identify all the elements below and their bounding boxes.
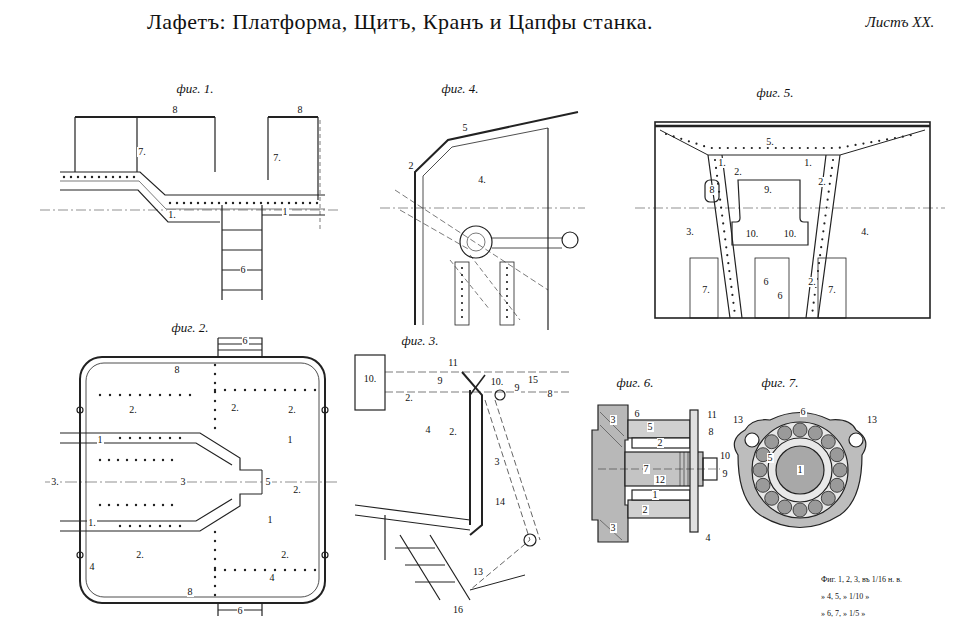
figure-label: фиг. 3. [401, 334, 440, 347]
callout-number: 1. [87, 518, 97, 528]
callout-number: 2 [408, 161, 415, 171]
callout-number: 9. [763, 185, 773, 195]
callout-number: 4 [705, 533, 712, 543]
plate-title: Лафетъ: Платформа, Щитъ, Кранъ и Цапфы с… [147, 11, 653, 33]
callout-number: 1. [167, 210, 177, 220]
callout-number: 2. [128, 405, 138, 415]
callout-number: 2. [287, 405, 297, 415]
callout-number: 13 [732, 415, 744, 425]
callout-number: 9 [722, 469, 729, 479]
sheet-number: Листъ XX. [865, 15, 936, 30]
callout-number: 3. [50, 477, 60, 487]
callout-number: 9 [437, 376, 444, 386]
fig5-shield-front [635, 122, 945, 318]
callout-number: 2. [292, 485, 302, 495]
callout-number: 3 [494, 457, 501, 467]
callout-number: 4 [269, 573, 276, 583]
callout-number: 4. [860, 227, 870, 237]
callout-number: 2 [657, 438, 664, 448]
callout-number: 8 [547, 389, 554, 399]
figure-label: фиг. 4. [441, 82, 480, 95]
callout-number: 8 [709, 185, 716, 195]
callout-number: 3 [610, 523, 617, 533]
callout-number: 3 [610, 415, 617, 425]
callout-number: 2. [280, 550, 290, 560]
callout-number: 2. [448, 427, 458, 437]
callout-number: 16 [452, 605, 464, 615]
fig6-trunnion-section [592, 405, 720, 542]
callout-number: 5 [647, 422, 654, 432]
callout-number: 6 [242, 336, 249, 346]
callout-number: 4 [89, 562, 96, 572]
callout-number: 2 [642, 505, 649, 515]
callout-number: 14 [494, 497, 506, 507]
callout-number: 5. [765, 137, 775, 147]
callout-number: 6 [777, 291, 784, 301]
callout-number: 4. [477, 175, 487, 185]
fig7-trunnion-end [734, 413, 866, 528]
fig3-crane [355, 355, 570, 600]
callout-number: 6 [634, 409, 641, 419]
callout-number: 6 [763, 277, 770, 287]
figure-label: фиг. 6. [616, 376, 655, 389]
figure-label: фиг. 2. [171, 321, 210, 334]
callout-number: 6 [800, 407, 807, 417]
callout-number: 8 [174, 365, 181, 375]
callout-number: 13 [472, 567, 484, 577]
fig1-platform-side [40, 117, 340, 300]
callout-number: 8 [187, 587, 194, 597]
callout-number: 7. [272, 153, 282, 163]
callout-number: 3 [180, 477, 187, 487]
scale-note: Фиг. 1, 2, 3, въ 1/16 н. в. [820, 576, 903, 584]
callout-number: 10 [719, 451, 731, 461]
fig4-shield-side [380, 112, 585, 330]
callout-number: 7 [643, 464, 650, 474]
callout-number: 1 [282, 207, 289, 217]
figure-label: фиг. 1. [176, 82, 215, 95]
callout-number: 1 [267, 515, 274, 525]
callout-number: 2. [230, 403, 240, 413]
callout-number: 10. [363, 374, 378, 384]
fig2-platform-plan [45, 338, 340, 616]
callout-number: 15 [527, 375, 539, 385]
callout-number: 1. [803, 158, 813, 168]
callout-number: 7. [701, 285, 711, 295]
callout-number: 5 [462, 123, 469, 133]
callout-number: 1. [717, 158, 727, 168]
callout-number: 1 [797, 465, 804, 475]
callout-number: 7. [827, 285, 837, 295]
callout-number: 5 [767, 453, 774, 463]
callout-number: 6 [240, 265, 247, 275]
callout-number: 12 [654, 475, 666, 485]
callout-number: 2. [807, 277, 817, 287]
callout-number: 7. [137, 147, 147, 157]
callout-number: 8 [172, 105, 179, 115]
callout-number: 6 [237, 606, 244, 616]
callout-number: 8 [708, 427, 715, 437]
callout-number: 9 [514, 383, 521, 393]
callout-number: 3. [685, 227, 695, 237]
callout-number: 2. [817, 177, 827, 187]
callout-number: 10. [745, 229, 760, 239]
callout-number: 11 [447, 358, 459, 368]
callout-number: 10. [783, 229, 798, 239]
callout-number: 1 [652, 490, 659, 500]
callout-number: 2. [733, 167, 743, 177]
figure-label: фиг. 5. [756, 86, 795, 99]
callout-number: 11 [706, 410, 718, 420]
scale-note: » 4, 5, » 1/10 » [820, 593, 870, 601]
scale-note: » 6, 7, » 1/5 » [820, 610, 866, 618]
callout-number: 1 [97, 435, 104, 445]
callout-number: 13 [866, 415, 878, 425]
callout-number: 5 [265, 477, 272, 487]
callout-number: 1 [287, 435, 294, 445]
figure-label: фиг. 7. [761, 376, 800, 389]
callout-number: 10. [490, 377, 505, 387]
callout-number: 4 [425, 425, 432, 435]
callout-number: 8 [297, 105, 304, 115]
callout-number: 2. [404, 393, 414, 403]
callout-number: 2. [135, 550, 145, 560]
